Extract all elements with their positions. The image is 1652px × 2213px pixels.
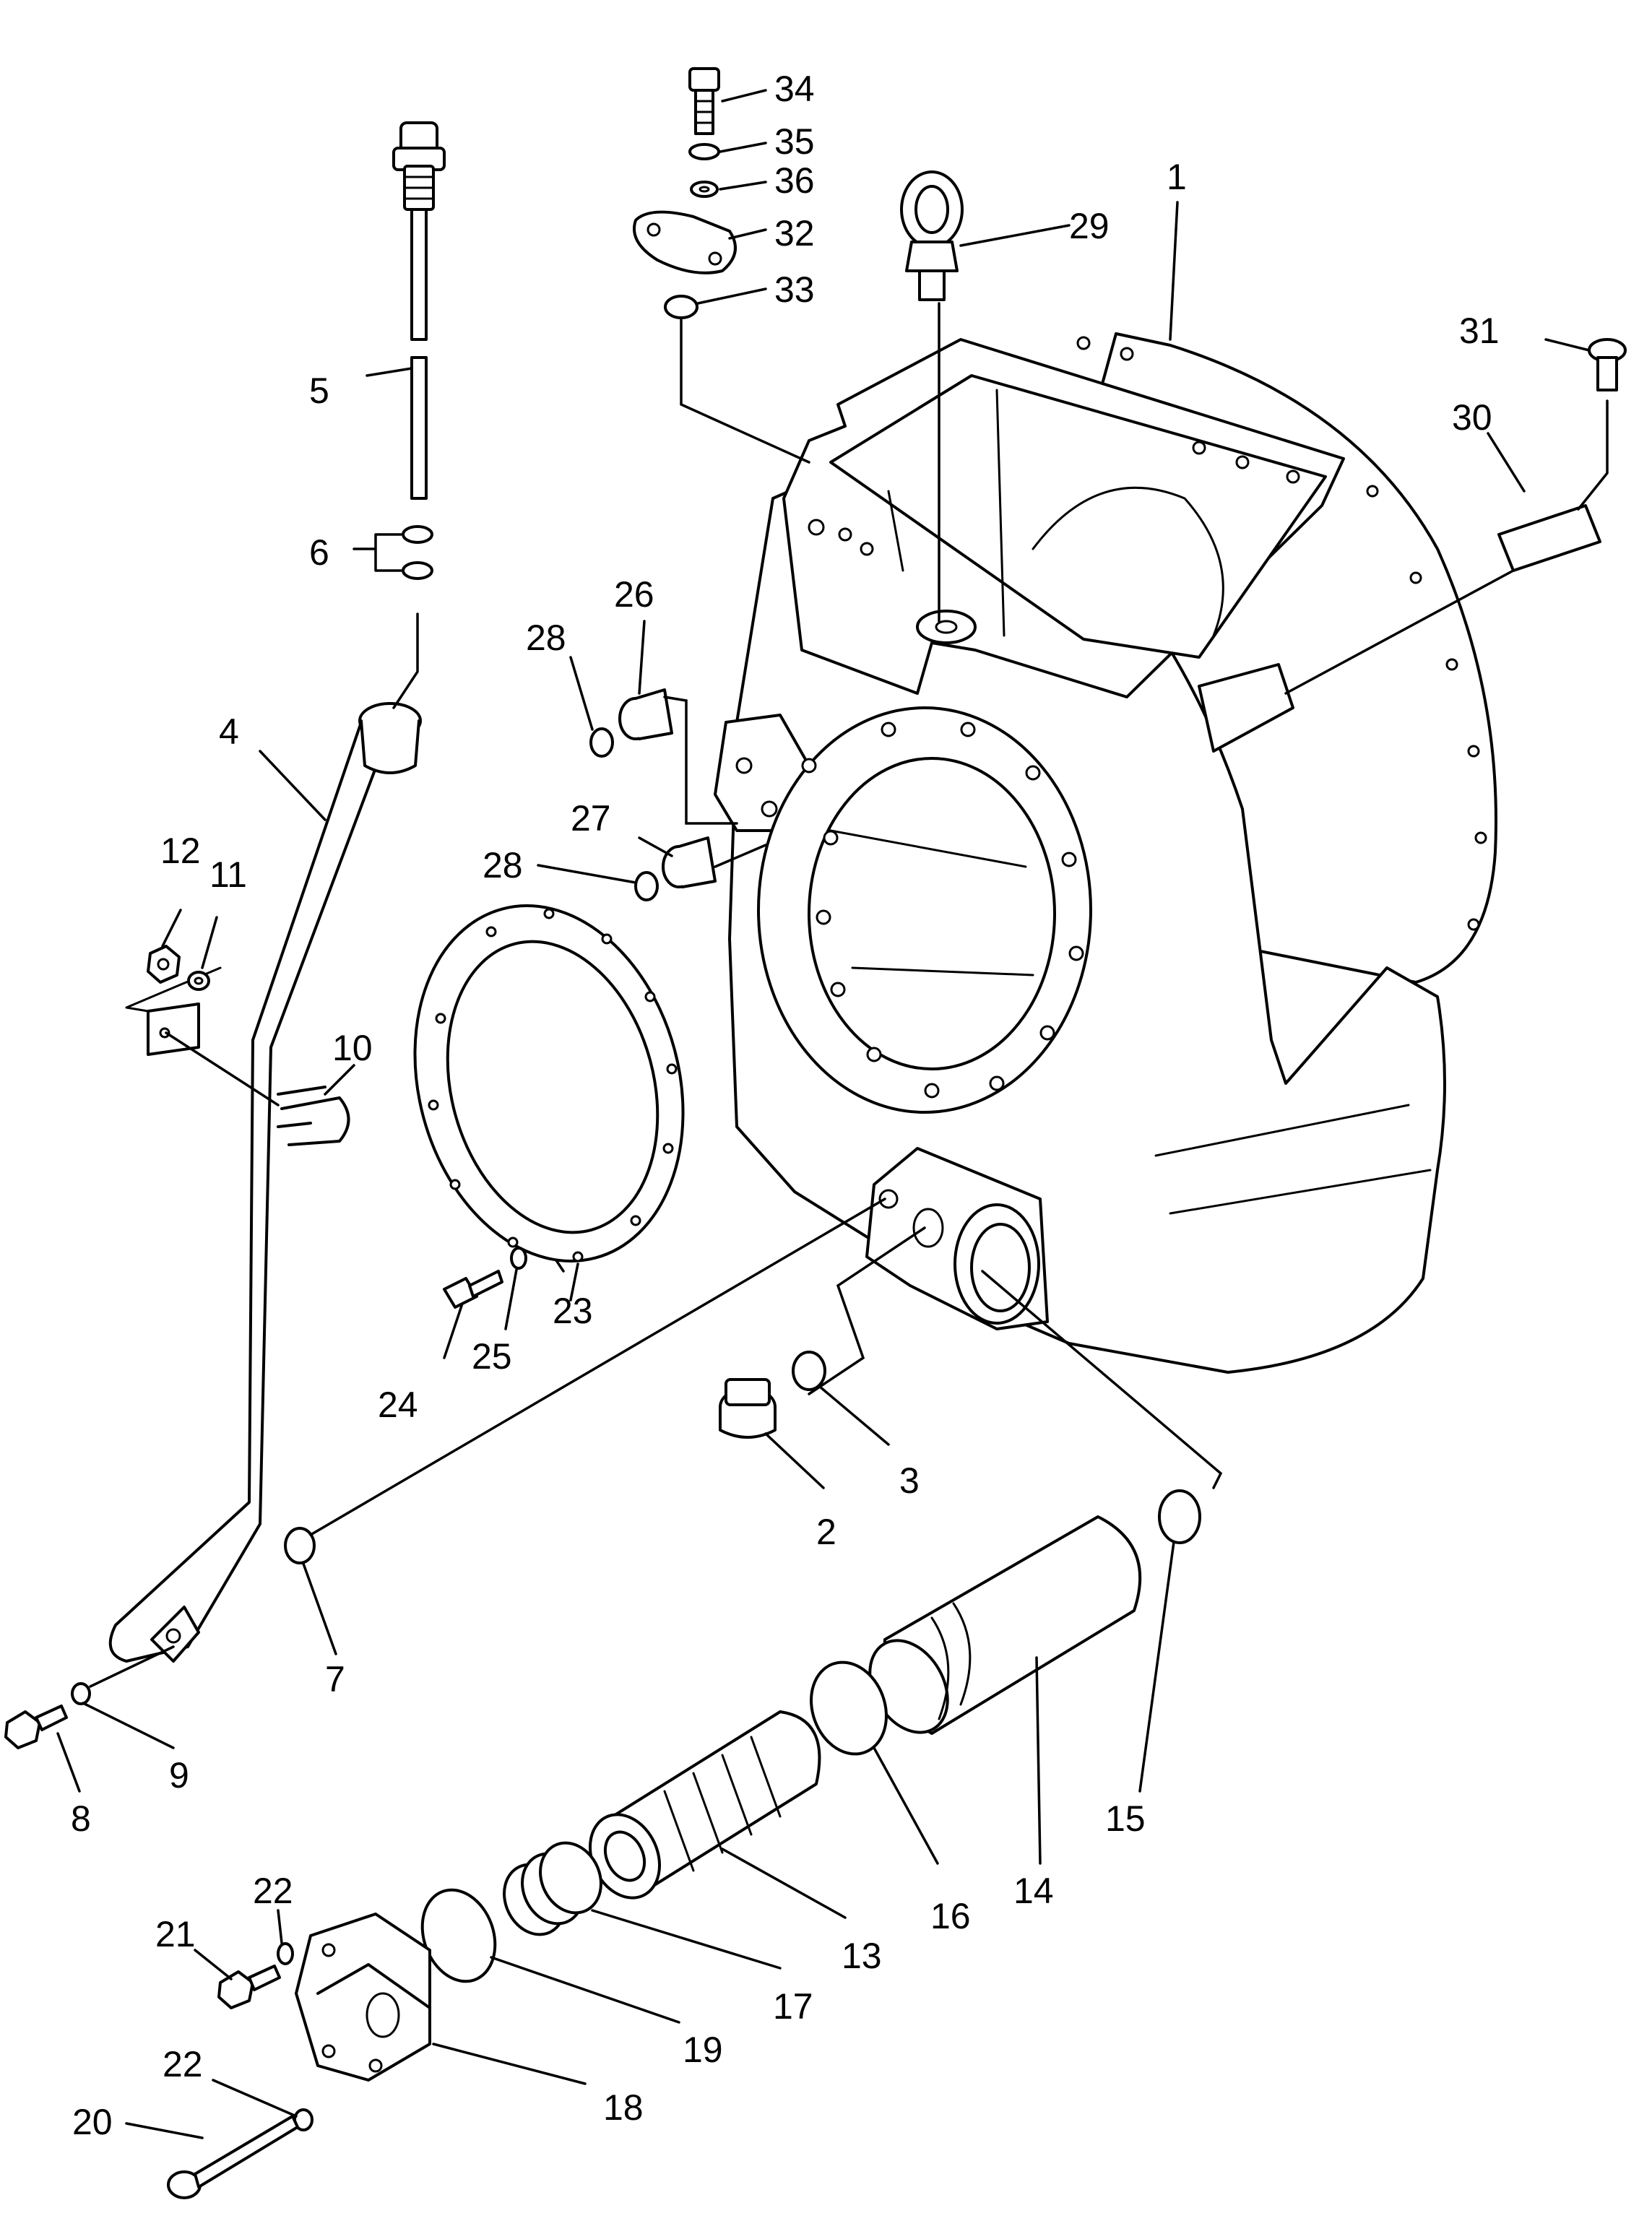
callout-labels: 1 2 3 4 5 6 7 8 9 10 11 12 13 14 15 16 1… <box>71 69 1500 2142</box>
callout-32: 32 <box>774 213 815 254</box>
callout-21: 21 <box>155 1914 196 1954</box>
plug-26 <box>618 688 673 740</box>
callout-28-lower: 28 <box>483 845 523 885</box>
callout-4: 4 <box>219 711 239 752</box>
dipstick <box>392 121 446 500</box>
washer-22-upper <box>277 1942 294 1965</box>
washer-25 <box>510 1247 527 1270</box>
callout-33: 33 <box>774 269 815 310</box>
filter-element-13 <box>588 1710 821 1900</box>
washer-11 <box>187 971 210 991</box>
callout-23: 23 <box>553 1291 593 1331</box>
callout-6: 6 <box>309 532 329 573</box>
bolt-8 <box>4 1705 68 1749</box>
callout-28-upper: 28 <box>526 618 566 658</box>
drain-plug-2 <box>719 1378 777 1439</box>
o-ring-7 <box>284 1527 316 1564</box>
washer-9 <box>71 1682 91 1705</box>
bolt-20 <box>167 2115 299 2199</box>
callout-8: 8 <box>71 1798 91 1839</box>
callout-2: 2 <box>816 1512 836 1552</box>
filter-case-14 <box>868 1515 1142 1735</box>
bolt-34 <box>688 67 720 135</box>
nameplate-30 <box>1497 504 1601 572</box>
callout-26: 26 <box>614 574 654 615</box>
cover-18 <box>295 1913 431 2082</box>
o-ring-3 <box>792 1351 826 1391</box>
callout-16: 16 <box>930 1896 971 1936</box>
transmission-housing <box>714 332 1497 1374</box>
callout-14: 14 <box>1013 1871 1054 1911</box>
callout-30: 30 <box>1452 397 1492 438</box>
callout-34: 34 <box>774 69 815 109</box>
callout-22-upper: 22 <box>253 1871 293 1911</box>
callout-1: 1 <box>1167 157 1187 197</box>
bolt-21 <box>217 1965 281 2009</box>
callout-17: 17 <box>773 1986 813 2027</box>
callout-20: 20 <box>72 2102 113 2142</box>
callout-5: 5 <box>309 371 329 411</box>
callout-15: 15 <box>1105 1798 1146 1839</box>
eye-bolt-29 <box>900 170 964 301</box>
plug-27 <box>662 836 717 888</box>
gasket-23 <box>413 904 685 1263</box>
callout-3: 3 <box>899 1460 920 1501</box>
filler-tube <box>108 702 422 1663</box>
o-ring-28-lower <box>634 871 659 901</box>
nut-12 <box>147 945 181 984</box>
callout-27: 27 <box>571 798 611 839</box>
bolt-24 <box>443 1270 503 1309</box>
o-ring-33 <box>664 295 699 319</box>
bracket <box>125 966 222 1056</box>
o-ring-28-upper <box>589 727 614 758</box>
o-ring-15 <box>1158 1489 1201 1544</box>
callout-24: 24 <box>378 1385 418 1425</box>
o-ring-16 <box>810 1660 888 1756</box>
cover-32 <box>633 210 737 274</box>
callout-29: 29 <box>1069 206 1110 246</box>
callout-11: 11 <box>209 854 247 895</box>
callout-22-lower: 22 <box>163 2044 203 2084</box>
callout-9: 9 <box>169 1755 189 1796</box>
callout-31: 31 <box>1459 311 1500 351</box>
o-rings-6 <box>402 525 433 580</box>
callout-7: 7 <box>325 1659 345 1699</box>
callout-36: 36 <box>774 160 815 201</box>
u-bolt <box>277 1086 350 1146</box>
callout-10: 10 <box>332 1028 373 1068</box>
callout-35: 35 <box>774 121 815 162</box>
callout-13: 13 <box>842 1936 882 1976</box>
assembly-lines <box>89 302 1609 1688</box>
bolt-31 <box>1588 338 1627 391</box>
callout-18: 18 <box>603 2087 644 2128</box>
washer-35 <box>688 143 720 160</box>
callout-leaders <box>56 89 1591 2139</box>
callout-25: 25 <box>472 1336 512 1377</box>
callout-12: 12 <box>160 831 201 871</box>
spring-17 <box>503 1841 602 1936</box>
washer-36 <box>690 181 719 198</box>
callout-19: 19 <box>683 2030 723 2070</box>
